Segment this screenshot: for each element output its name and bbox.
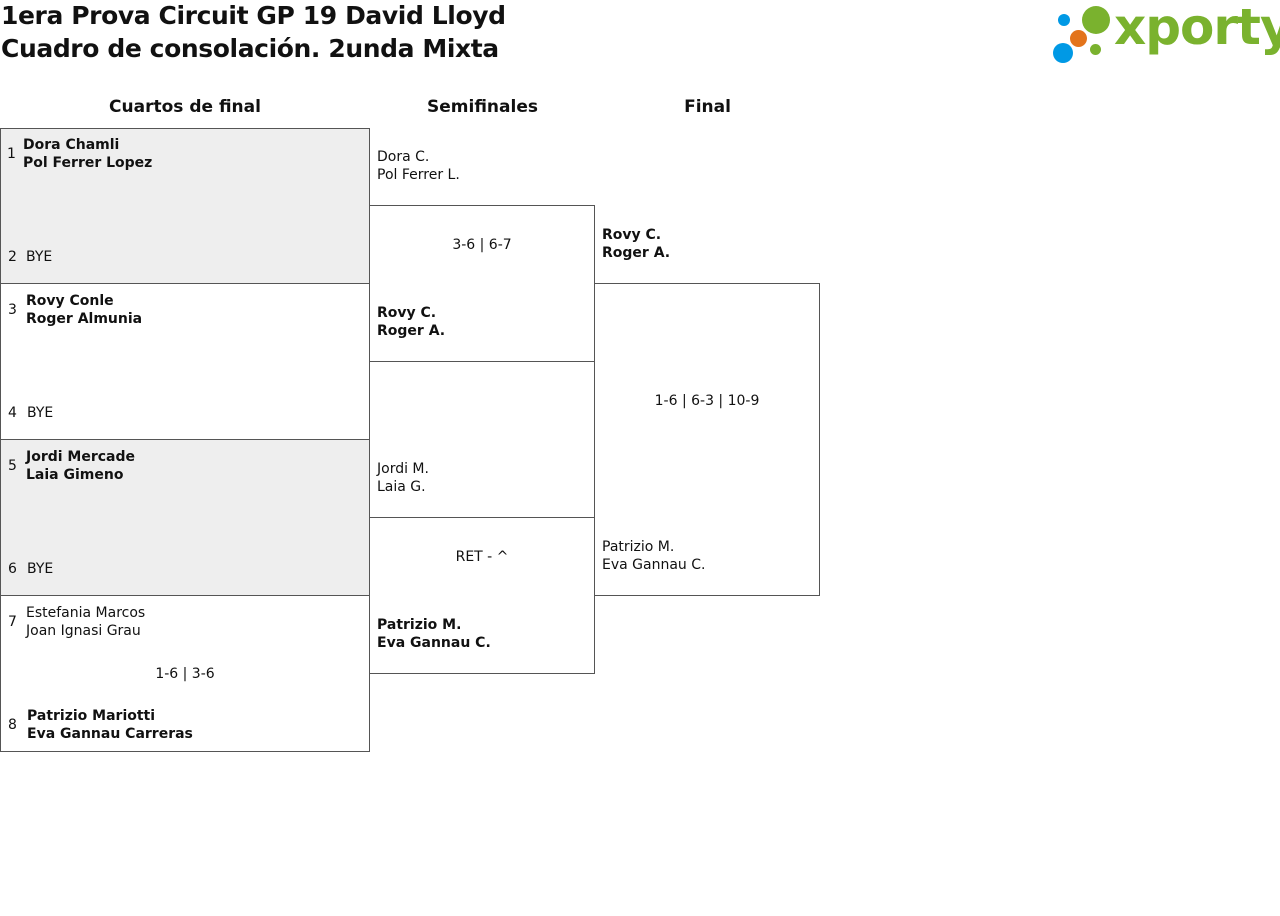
match-score: 3-6 | 6-7: [452, 237, 512, 253]
logo-dot-orange: [1070, 30, 1087, 47]
player-name: Dora C.: [377, 149, 430, 165]
logo-dot-blue: [1053, 43, 1073, 63]
logo-dot-blue-small: [1058, 14, 1070, 26]
qf-match-4: 7 Estefania Marcos Joan Ignasi Grau 1-6 …: [0, 595, 370, 752]
team-entry: Patrizio M. Eva Gannau C.: [602, 538, 705, 574]
player-name: Jordi M.: [377, 461, 429, 477]
player-name: Estefania Marcos: [26, 605, 146, 621]
team-entry: Dora Chamli Pol Ferrer Lopez: [23, 136, 152, 172]
player-name: Laia G.: [377, 479, 426, 495]
qf-match-1: 1 Dora Chamli Pol Ferrer Lopez 2 BYE: [0, 128, 370, 284]
bye-entry: BYE: [27, 561, 54, 577]
player-name: Jordi Mercade: [26, 449, 136, 465]
xporty-logo[interactable]: xporty: [1050, 0, 1280, 66]
seed-number: 8: [8, 717, 17, 733]
player-name: Roger A.: [602, 245, 671, 261]
sf-team-entry: Dora C. Pol Ferrer L.: [377, 148, 460, 184]
team-entry: Jordi Mercade Laia Gimeno: [26, 448, 135, 484]
final-match: 1-6 | 6-3 | 10-9 Patrizio M. Eva Gannau …: [594, 283, 820, 596]
logo-wordmark: xporty: [1114, 0, 1280, 56]
match-score: 1-6 | 6-3 | 10-9: [654, 393, 760, 409]
player-name: Roger Almunia: [26, 311, 143, 327]
round-header-quarterfinals: Cuartos de final: [109, 97, 261, 117]
sf-team-entry: Jordi M. Laia G.: [377, 460, 429, 496]
match-score: 1-6 | 3-6: [155, 666, 215, 682]
player-name: Joan Ignasi Grau: [26, 623, 141, 639]
player-name: Pol Ferrer Lopez: [23, 155, 153, 171]
seed-number: 1: [7, 146, 16, 162]
logo-dot-green: [1082, 6, 1110, 34]
draw-subtitle: Cuadro de consolación. 2unda Mixta: [1, 34, 499, 63]
team-entry: Patrizio M. Eva Gannau C.: [377, 616, 491, 652]
player-name: Eva Gannau C.: [377, 635, 491, 651]
qf-match-3: 5 Jordi Mercade Laia Gimeno 6 BYE: [0, 439, 370, 596]
player-name: Laia Gimeno: [26, 467, 124, 483]
seed-number: 7: [8, 614, 17, 630]
match-score: RET - ^: [455, 549, 509, 565]
qf-match-2: 3 Rovy Conle Roger Almunia 4 BYE: [0, 283, 370, 440]
seed-number: 4: [8, 405, 17, 421]
sf-match-2: RET - ^ Patrizio M. Eva Gannau C.: [369, 517, 595, 674]
round-header-semifinals: Semifinales: [427, 97, 538, 117]
seed-number: 5: [8, 458, 17, 474]
player-name: Patrizio M.: [377, 617, 462, 633]
player-name: Eva Gannau C.: [602, 557, 706, 573]
player-name: Pol Ferrer L.: [377, 167, 460, 183]
player-name: Dora Chamli: [23, 137, 120, 153]
seed-number: 3: [8, 302, 17, 318]
bye-entry: BYE: [26, 249, 53, 265]
logo-dot-green-small: [1090, 44, 1101, 55]
player-name: Roger A.: [377, 323, 446, 339]
bye-entry: BYE: [27, 405, 54, 421]
player-name: Patrizio M.: [602, 539, 675, 555]
team-entry: Rovy Conle Roger Almunia: [26, 292, 142, 328]
player-name: Patrizio Mariotti: [27, 708, 156, 724]
player-name: Rovy Conle: [26, 293, 114, 309]
tournament-title: 1era Prova Circuit GP 19 David Lloyd: [1, 1, 506, 30]
sf-match-1: 3-6 | 6-7 Rovy C. Roger A.: [369, 205, 595, 362]
player-name: Rovy C.: [602, 227, 662, 243]
seed-number: 6: [8, 561, 17, 577]
player-name: Eva Gannau Carreras: [27, 726, 193, 742]
team-entry: Patrizio Mariotti Eva Gannau Carreras: [27, 707, 193, 743]
team-entry: Rovy C. Roger A.: [377, 304, 445, 340]
player-name: Rovy C.: [377, 305, 437, 321]
team-entry: Estefania Marcos Joan Ignasi Grau: [26, 604, 145, 640]
final-team-entry: Rovy C. Roger A.: [602, 226, 670, 262]
round-header-final: Final: [684, 97, 731, 117]
seed-number: 2: [8, 249, 17, 265]
